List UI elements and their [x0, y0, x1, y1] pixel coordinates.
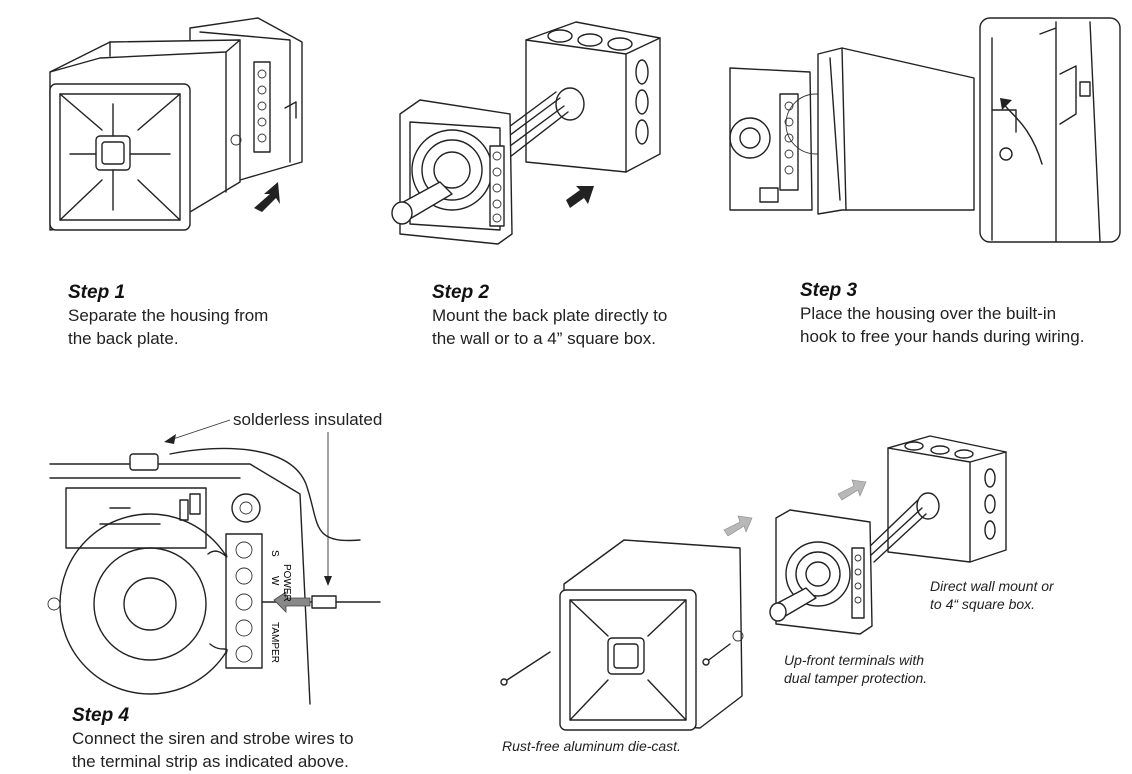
step-title: Step 1 — [68, 282, 126, 303]
arrow-dark-icon — [254, 182, 280, 212]
step-text: Connect the siren and strobe wires to — [72, 729, 354, 748]
step-text: Separate the housing from — [68, 306, 269, 325]
note-line: Direct wall mount or — [930, 578, 1054, 594]
feature-illustration — [500, 435, 1007, 731]
terminal-label-power: POWER — [281, 564, 292, 602]
wall-mount-note: Direct wall mount or to 4“ square box. — [930, 577, 1054, 613]
step1-illustration — [49, 17, 303, 231]
step-text: the wall or to a 4” square box. — [432, 329, 656, 348]
arrow-dark-icon — [566, 186, 594, 208]
step-text: Place the housing over the built-in — [800, 304, 1057, 323]
step3-caption: Step 3 Place the housing over the built-… — [800, 280, 1084, 348]
step3-illustration — [729, 17, 1121, 243]
step2-caption: Step 2 Mount the back plate directly to … — [432, 282, 667, 350]
step-text: Mount the back plate directly to — [432, 306, 668, 325]
step-title: Step 2 — [432, 282, 490, 303]
step-text: the terminal strip as indicated above. — [72, 752, 349, 771]
terminal-label-w: W — [269, 576, 280, 586]
step-title: Step 4 — [72, 705, 130, 726]
step2-illustration — [391, 21, 661, 245]
terminals-note: Up-front terminals with dual tamper prot… — [784, 651, 927, 687]
terminal-label-s: S — [269, 550, 280, 557]
arrow-light-icon — [837, 479, 867, 501]
hook-arrow-icon — [1003, 103, 1043, 165]
arrow-light-icon — [273, 591, 311, 613]
terminal-label-tamper: TAMPER — [269, 622, 280, 663]
step4-caption: Step 4 Connect the siren and strobe wire… — [72, 705, 354, 773]
housing-note: Rust-free aluminum die-cast. — [502, 738, 681, 754]
step-title: Step 3 — [800, 280, 858, 301]
note-line: dual tamper protection. — [784, 670, 928, 686]
step1-caption: Step 1 Separate the housing from the bac… — [68, 282, 268, 350]
step4-illustration: S W POWER TAMPER — [47, 419, 381, 705]
note-line: Up-front terminals with — [784, 652, 925, 668]
arrow-light-icon — [723, 515, 753, 537]
wiring-callout-label: solderless insulated — [233, 410, 383, 429]
note-line: to 4“ square box. — [930, 596, 1036, 612]
step-text: hook to free your hands during wiring. — [800, 327, 1085, 346]
step-text: the back plate. — [68, 329, 179, 348]
